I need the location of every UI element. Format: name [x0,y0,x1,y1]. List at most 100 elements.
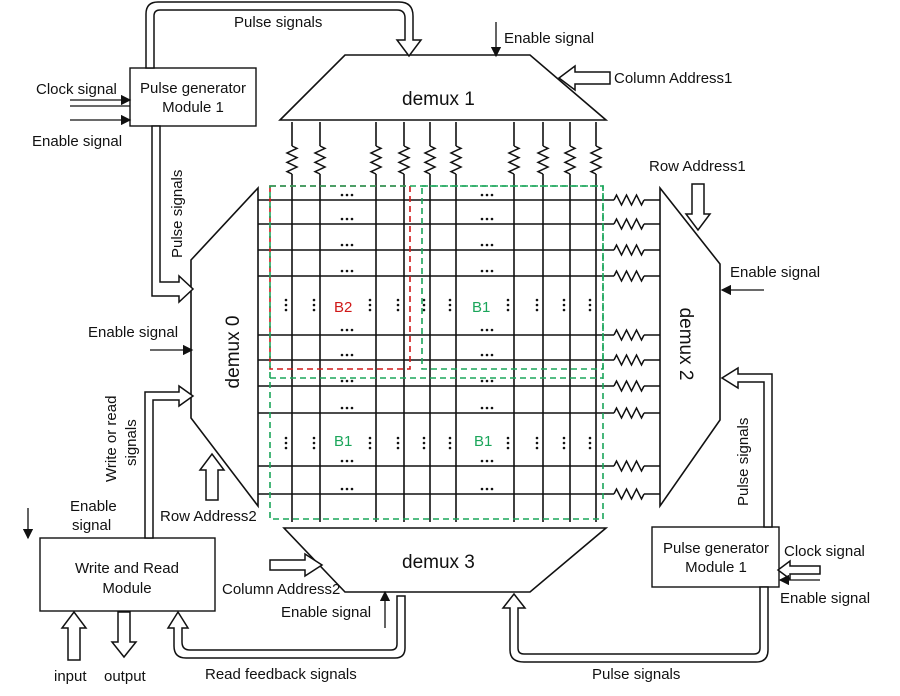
ellipsis-dot [350,328,354,332]
ellipsis-dot [368,298,372,302]
ellipsis-dot [340,379,344,383]
ellipsis-dot [340,243,344,247]
demux-0-block: demux 0 [190,185,259,509]
region-b1-label: B1 [474,433,492,450]
ellipsis-dot [312,446,316,450]
resistor-icon [613,217,645,231]
enable-wr-label-1: Enable [70,498,117,515]
demux-2-block: demux 2 [659,185,721,509]
ellipsis-dot [448,303,452,307]
ellipsis-dot [368,446,372,450]
ellipsis-dot [480,269,484,273]
ellipsis-dot [448,446,452,450]
row-address2-arrow [198,452,226,501]
ellipsis-dot [340,459,344,463]
ellipsis-dot [422,303,426,307]
ellipsis-dot [345,353,349,357]
ellipsis-dot [368,436,372,440]
ellipsis-dot [490,379,494,383]
ellipsis-dot [485,243,489,247]
ellipsis-dot [312,308,316,312]
ellipsis-dot [312,441,316,445]
ellipsis-dot [535,303,539,307]
pulse-signals-left-vertical: Pulse signals [169,170,186,258]
region-b2-label: B2 [334,299,352,316]
read-feedback-arrow [166,595,406,659]
ellipsis-dot [448,308,452,312]
ellipsis-dot [506,446,510,450]
ellipsis-dot [422,441,426,445]
ellipsis-dot [562,298,566,302]
resistor-icon [313,145,327,175]
ellipsis-dot [350,243,354,247]
ellipsis-dot [448,441,452,445]
ellipsis-dot [396,308,400,312]
ellipsis-dot [284,303,288,307]
ellipsis-dot [284,446,288,450]
demux-3-block: demux 3 [282,527,609,593]
demux-1-label: demux 1 [402,89,475,110]
clock-right-arrow [776,559,821,581]
resistor-icon [613,379,645,393]
ellipsis-dot [480,379,484,383]
demux-3-label: demux 3 [402,552,475,573]
pulse-bus-arrow-right [720,366,773,528]
ellipsis-dot [340,193,344,197]
write-read-module: Write and Read Module [39,537,216,612]
ellipsis-dot [490,406,494,410]
ellipsis-dot [480,328,484,332]
resistor-icon [613,243,645,257]
enable-signal-right-bottom-label: Enable signal [780,590,870,607]
ellipsis-dot [448,298,452,302]
ellipsis-dot [345,406,349,410]
write-read-module-line1: Write and Read [75,560,179,577]
ellipsis-dot [490,487,494,491]
resistor-icon [613,406,645,420]
ellipsis-dot [350,379,354,383]
enable-signal-bottom-label: Enable signal [281,604,371,621]
ellipsis-dot [490,243,494,247]
region-b1-label: B1 [472,299,490,316]
ellipsis-dot [485,353,489,357]
resistor-icon [536,145,550,175]
region-b1-box [269,185,604,520]
ellipsis-dot [588,441,592,445]
ellipsis-dot [340,328,344,332]
region-b2-box [269,185,411,370]
region-b1-label: B1 [334,433,352,450]
pulse-generator-left: Pulse generator Module 1 [129,67,257,127]
ellipsis-dot [480,459,484,463]
ellipsis-dot [396,303,400,307]
resistor-icon [397,145,411,175]
ellipsis-dot [506,436,510,440]
ellipsis-dot [490,269,494,273]
write-read-label-1: Write or read [103,396,120,482]
ellipsis-dot [345,269,349,273]
ellipsis-dot [506,308,510,312]
ellipsis-dot [340,269,344,273]
ellipsis-dot [588,298,592,302]
ellipsis-dot [396,446,400,450]
input-label: input [54,668,87,685]
resistor-icon [613,328,645,342]
resistor-icon [613,353,645,367]
column-address2-label: Column Address2 [222,581,340,598]
ellipsis-dot [368,303,372,307]
output-label: output [104,668,147,685]
ellipsis-dot [350,269,354,273]
ellipsis-dot [345,459,349,463]
ellipsis-dot [396,298,400,302]
column-address1-label: Column Address1 [614,70,732,87]
ellipsis-dot [284,298,288,302]
resistor-icon [449,145,463,175]
ellipsis-dot [485,269,489,273]
clock-signal-right-label: Clock signal [784,543,865,560]
pulse-generator-left-line1: Pulse generator [140,80,246,97]
ellipsis-dot [368,308,372,312]
ellipsis-dot [485,459,489,463]
ellipsis-dot [490,217,494,221]
ellipsis-dot [535,436,539,440]
crossbar-array [258,122,660,522]
